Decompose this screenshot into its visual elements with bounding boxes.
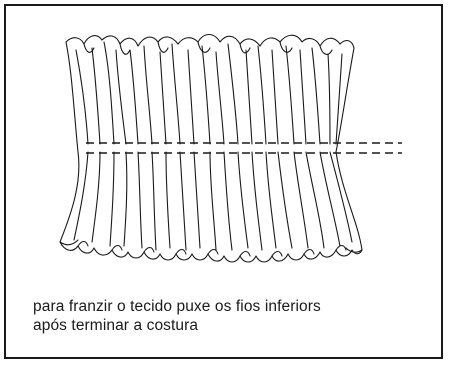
caption-line-1: para franzir o tecido puxe os fios infer…	[33, 298, 321, 315]
instruction-caption: para franzir o tecido puxe os fios infer…	[33, 297, 433, 335]
caption-line-2: após terminar a costura	[33, 317, 199, 334]
gathered-fabric-illustration	[59, 33, 402, 263]
diagram-frame: para franzir o tecido puxe os fios infer…	[4, 4, 443, 359]
fabric-bottom-edge	[59, 241, 363, 263]
gathering-stitch-lines	[86, 142, 402, 154]
fabric-top-edge	[65, 33, 355, 49]
